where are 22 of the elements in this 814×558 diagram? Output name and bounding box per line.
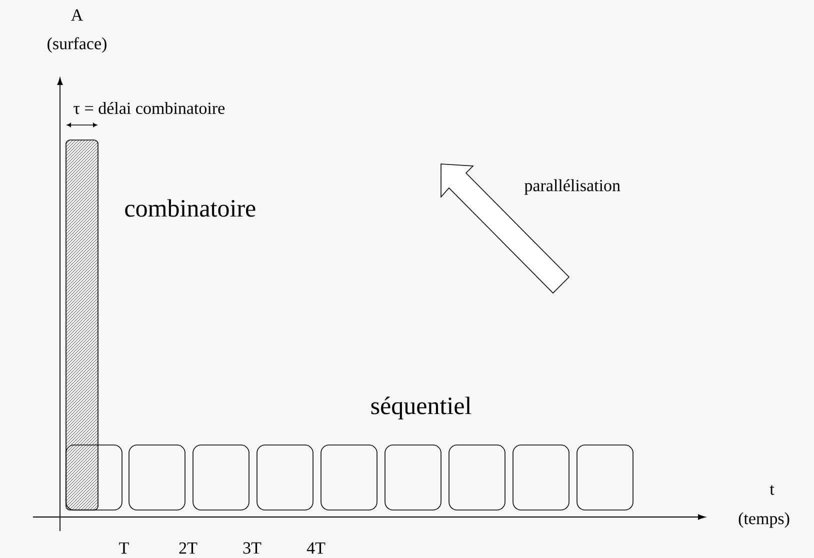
axis-label: A [71, 9, 84, 21]
rounded-box [66, 444, 122, 510]
tick-label: 2T [179, 542, 198, 554]
rounded-box [384, 444, 442, 510]
axis-label: (surface) [48, 37, 106, 53]
tick-label: T [119, 542, 129, 554]
rounded-box [512, 444, 570, 510]
hatched-bar [66, 140, 98, 510]
tick-label: 3T [243, 542, 262, 554]
rounded-box [192, 444, 250, 510]
axis-label: t [770, 485, 774, 495]
rounded-box [576, 444, 634, 510]
tick-label: 4T [306, 542, 326, 554]
rounded-box [320, 444, 378, 510]
region-label: combinatoire [125, 199, 256, 217]
rounded-box [128, 444, 186, 510]
direction-label: parallélisation [524, 179, 620, 195]
region-label: séquentiel [371, 396, 472, 420]
rounded-box [256, 444, 314, 510]
annotation-text: τ = délai combinatoire [74, 102, 225, 114]
rounded-box [448, 444, 506, 510]
axis-label: (temps) [738, 512, 790, 528]
